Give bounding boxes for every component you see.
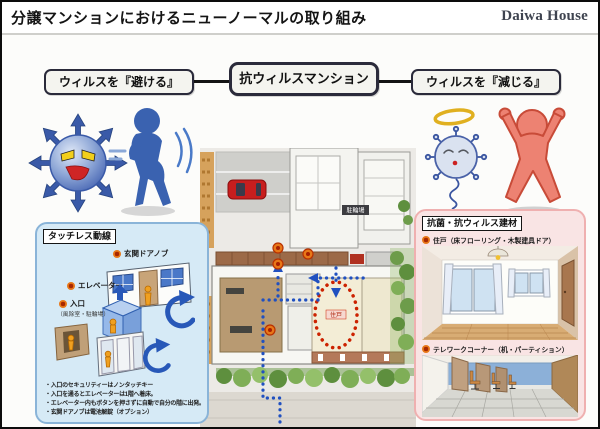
shadow (121, 206, 175, 216)
note-line: ・入口のセキュリティーはノンタッチキー (45, 383, 153, 389)
bicycle-parking-label: 駐輪場 (346, 207, 364, 215)
telework-corner-icon (422, 355, 578, 417)
orange-bullet-icon (59, 299, 67, 308)
avoid-virus-illustration (28, 108, 193, 216)
entrance-item: 入口 (59, 298, 85, 309)
unit-label: 住戸 (330, 311, 342, 319)
living-room-icon (422, 246, 578, 340)
flow-box-avoid-virus: ウィルスを『避ける』 (44, 69, 194, 95)
daiwa-house-logo: Daiwa House (501, 8, 588, 24)
person-avoiding-icon (129, 108, 171, 206)
orange-bullet-icon (422, 345, 430, 353)
dash-lines (108, 149, 127, 161)
doorknob-item: 玄関ドアノブ (113, 248, 168, 259)
landscaping (216, 248, 416, 388)
header-bar: 分譲マンションにおけるニューノーマルの取り組み Daiwa House (2, 2, 598, 35)
flow-box-reduce-virus: ウィルスを『減じる』 (411, 69, 561, 95)
flow-connector-left (190, 80, 230, 83)
flow-box-antivirus-mansion: 抗ウィルスマンション (229, 62, 379, 96)
touchpoint-markers (264, 242, 314, 336)
unit-item: 住戸（床フローリング・木製建具ドア） (422, 235, 555, 245)
entrance-item-sub: （風除室・駐輪場） (57, 312, 110, 318)
touchless-route-path (261, 266, 370, 424)
orange-bullet-icon (422, 236, 430, 244)
entrance-door-icon (106, 262, 192, 311)
bicycle-parking-label-box (342, 205, 369, 215)
rotate-arrow-icon (143, 338, 171, 373)
parking-area (215, 151, 291, 213)
dying-virus-icon (424, 108, 488, 210)
neighbor-buildings: 駐輪場 (289, 148, 411, 249)
site-plan-illustration: 駐輪場 (200, 148, 416, 427)
telework-item: テレワークコーナー（机・パーティション） (422, 344, 569, 354)
note-line: ・入口を通るとエレベーターは1階へ着床。 (45, 392, 157, 398)
note-line: ・玄関ドアノブは電池解錠（オプション） (45, 410, 153, 416)
flow-connector-right (373, 80, 412, 83)
rotate-arrow-icon (165, 290, 195, 329)
touchless-panel-title: タッチレス動線 (43, 229, 117, 244)
note-line: ・エレベーター内もボタンを押さずに自動で自分の階に出発。 (45, 401, 205, 407)
virus-character-icon (28, 113, 128, 213)
materials-panel: 抗菌・抗ウィルス建材 住戸（床フローリング・木製建具ドア） (414, 209, 586, 421)
person-cheering-icon (498, 107, 566, 203)
orange-bullet-icon (67, 281, 75, 290)
main-building (211, 251, 405, 365)
elevator-item: エレベーター (67, 280, 123, 291)
motion-arcs (174, 127, 193, 174)
building-entrance-icon (54, 323, 146, 377)
materials-panel-title: 抗菌・抗ウィルス建材 (422, 216, 523, 231)
defeated-virus-illustration (424, 107, 566, 218)
sidewalk (200, 392, 416, 427)
red-car-icon (227, 179, 267, 200)
touchless-panel: タッチレス動線 玄関ドアノブ エレベーター (35, 222, 209, 424)
touchless-notes: ・入口のセキュリティーはノンタッチキー ・入口を通るとエレベーターは1階へ着床。… (45, 382, 207, 418)
page-title: 分譲マンションにおけるニューノーマルの取り組み (11, 10, 367, 27)
orange-bullet-icon (113, 249, 121, 258)
unit-highlight-oval: 住戸 (313, 280, 359, 350)
